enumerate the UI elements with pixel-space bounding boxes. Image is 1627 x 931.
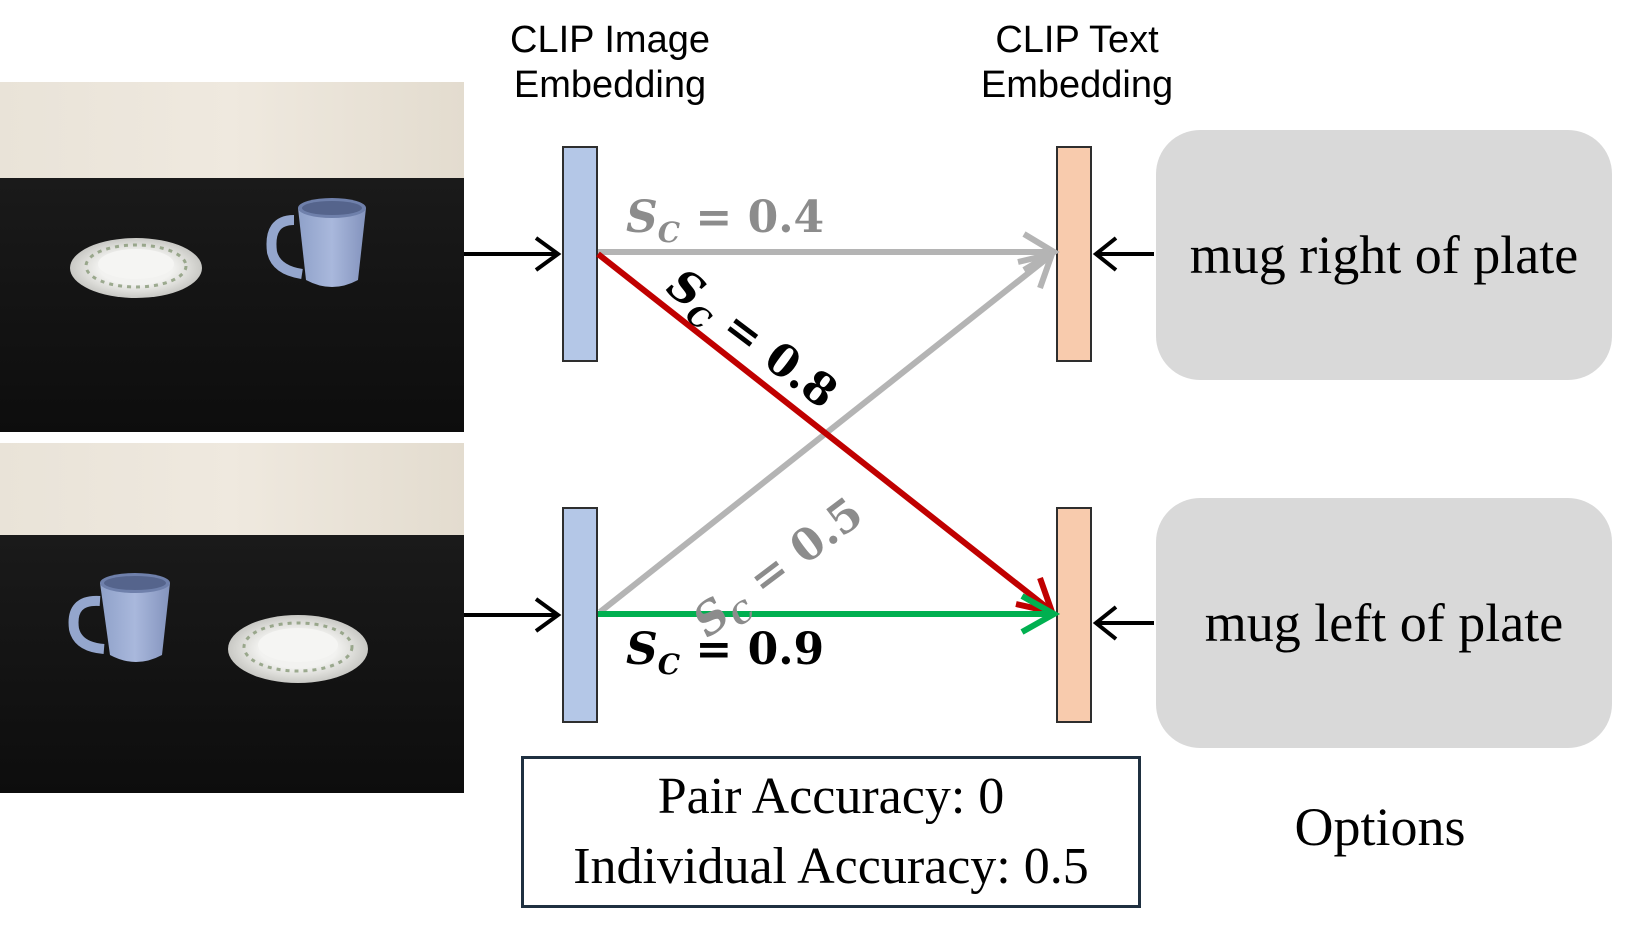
clip-text-embedding-header: CLIP Text Embedding: [927, 18, 1227, 108]
options-caption: Options: [1294, 797, 1466, 857]
arrow-photo-top-to-image-embedding: [464, 236, 562, 272]
text-embedding-top: [1056, 146, 1092, 362]
arrow-option-bottom-to-text-embedding: [1092, 605, 1154, 641]
text-embedding-bottom: [1056, 507, 1092, 723]
individual-accuracy: Individual Accuracy: 0.5: [573, 838, 1089, 895]
score-subscript: C: [657, 216, 681, 249]
arrow-image-bottom-to-text-bottom: [598, 593, 1061, 635]
score-value: = 0.9: [695, 624, 825, 675]
score-symbol: S: [626, 624, 658, 675]
option-mug-right-of-plate: mug right of plate: [1156, 130, 1612, 380]
image-embedding-top: [562, 146, 598, 362]
arrow-option-top-to-text-embedding: [1092, 236, 1154, 272]
header-line: CLIP Image: [510, 19, 710, 61]
header-line: Embedding: [980, 64, 1174, 106]
photo-mug-left-of-plate: [0, 443, 464, 793]
accuracy-results-box: Pair Accuracy: 0 Individual Accuracy: 0.…: [521, 756, 1141, 908]
clip-image-embedding-header: CLIP Image Embedding: [460, 18, 760, 108]
score-subscript: C: [657, 648, 681, 681]
header-line: CLIP Text: [995, 19, 1159, 61]
similarity-score-top-top: SC = 0.4: [626, 196, 824, 247]
similarity-score-bottom-bottom: SC = 0.9: [626, 628, 824, 679]
header-line: Embedding: [513, 64, 707, 106]
option-mug-left-of-plate: mug left of plate: [1156, 498, 1612, 748]
score-value: = 0.4: [695, 192, 825, 243]
photo-mug-right-of-plate: [0, 82, 464, 432]
pair-accuracy: Pair Accuracy: 0: [657, 768, 1005, 825]
score-symbol: S: [626, 192, 658, 243]
arrow-photo-bottom-to-image-embedding: [464, 597, 562, 633]
image-embedding-bottom: [562, 507, 598, 723]
